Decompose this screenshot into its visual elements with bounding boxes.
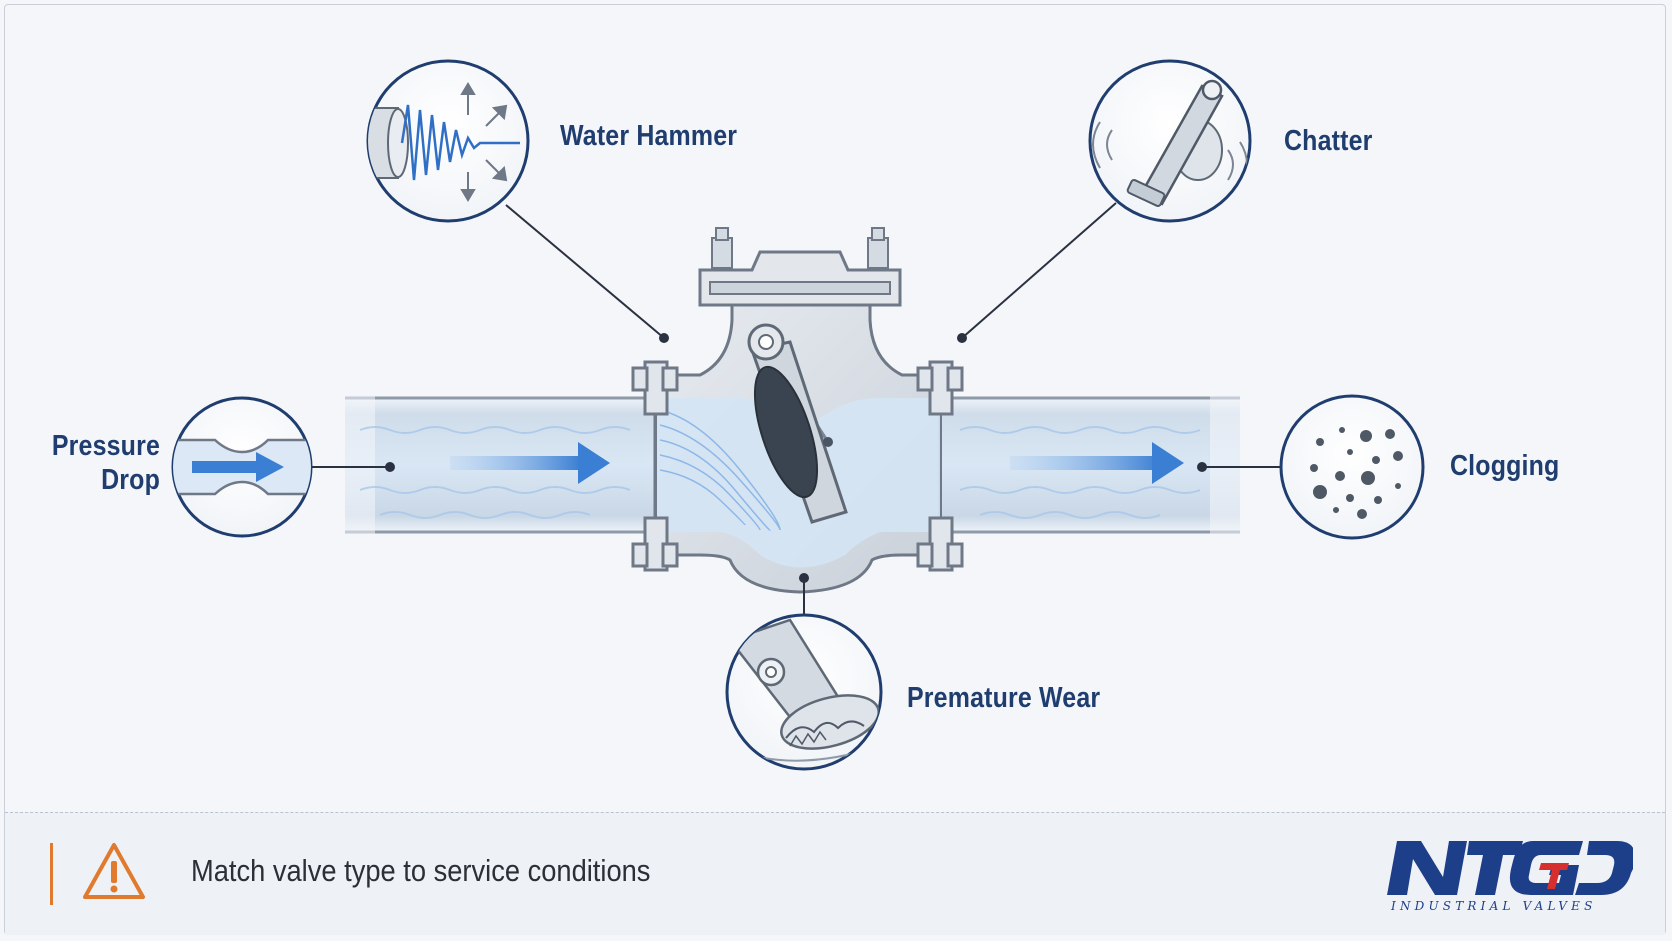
footer-accent-bar bbox=[50, 843, 53, 905]
chatter-bubble bbox=[1088, 59, 1252, 223]
pipe-right bbox=[940, 396, 1240, 534]
clogging-icon bbox=[1310, 427, 1403, 519]
flange-left bbox=[631, 360, 679, 572]
pressure-drop-label-line1: Pressure bbox=[51, 430, 161, 462]
water-hammer-bubble bbox=[366, 59, 530, 223]
chatter-icon bbox=[1092, 79, 1248, 207]
swing-disc bbox=[747, 323, 848, 524]
clogging-label: Clogging bbox=[1450, 450, 1560, 482]
water-ripples bbox=[359, 426, 1201, 519]
warning-triangle-icon bbox=[83, 843, 145, 899]
footer: Match valve type to service conditions I… bbox=[5, 812, 1665, 935]
footer-message: Match valve type to service conditions bbox=[191, 853, 651, 888]
clogging-bubble bbox=[1279, 394, 1425, 540]
water-hammer-icon bbox=[368, 82, 520, 202]
premature-wear-bubble bbox=[725, 613, 883, 771]
premature-wear-label: Premature Wear bbox=[907, 682, 1101, 714]
pressure-drop-label-line2: Drop bbox=[101, 464, 160, 496]
pressure-drop-icon bbox=[173, 438, 311, 496]
leader-lines bbox=[311, 202, 1281, 615]
water-hammer-label: Water Hammer bbox=[560, 120, 738, 152]
ntgd-logo-mark bbox=[1387, 841, 1636, 895]
brand-logo: INDUSTRIAL VALVES bbox=[1383, 833, 1636, 923]
premature-wear-icon bbox=[727, 618, 881, 762]
flow-arrow-right bbox=[1010, 442, 1184, 484]
flow-arrow-left bbox=[450, 442, 610, 484]
brand-tagline: INDUSTRIAL VALVES bbox=[1391, 899, 1597, 913]
pressure-drop-bubble bbox=[171, 396, 313, 538]
chatter-label: Chatter bbox=[1284, 125, 1373, 157]
leader-dots bbox=[385, 333, 1207, 583]
flange-right bbox=[916, 360, 964, 572]
